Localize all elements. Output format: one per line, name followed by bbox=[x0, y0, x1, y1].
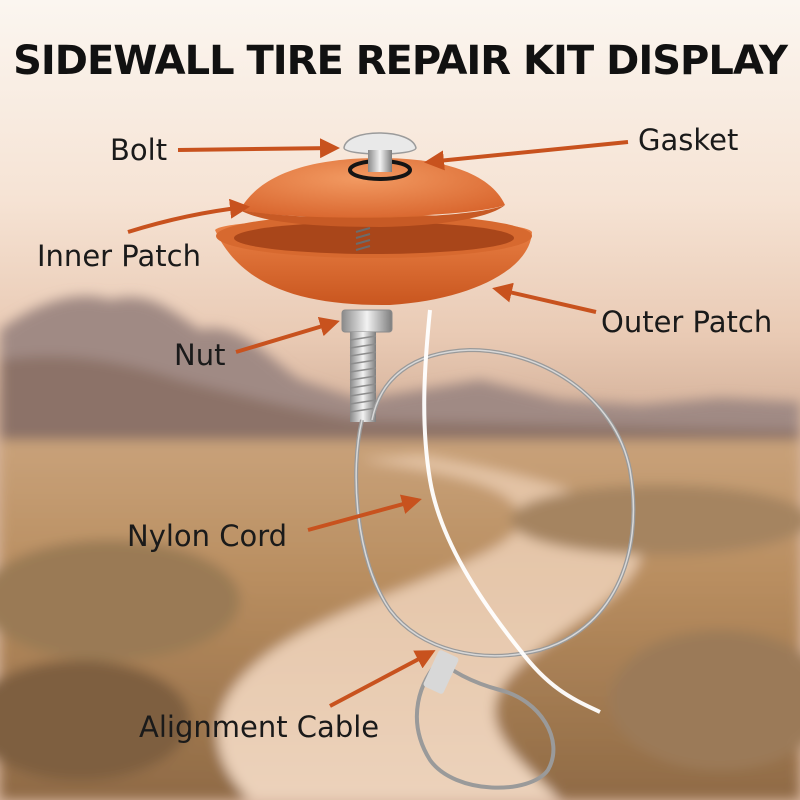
nut-label: Nut bbox=[174, 338, 226, 372]
bolt-label: Bolt bbox=[110, 133, 168, 167]
outer-patch-label: Outer Patch bbox=[601, 305, 773, 339]
nylon-cord-arrow bbox=[307, 494, 422, 532]
inner-patch-label: Inner Patch bbox=[37, 239, 201, 273]
nut-arrow bbox=[235, 317, 340, 354]
gasket-label: Gasket bbox=[638, 123, 739, 157]
bolt-arrow bbox=[177, 138, 340, 159]
page-title: SIDEWALL TIRE REPAIR KIT DISPLAY bbox=[13, 38, 788, 84]
inner-patch-arrow bbox=[127, 198, 250, 234]
nylon-cord-label: Nylon Cord bbox=[127, 519, 288, 553]
alignment-cable-arrow bbox=[329, 650, 436, 708]
outer-patch-arrow bbox=[492, 282, 597, 314]
gasket-arrow bbox=[424, 140, 629, 171]
alignment-cable-label: Alignment Cable bbox=[139, 710, 380, 744]
